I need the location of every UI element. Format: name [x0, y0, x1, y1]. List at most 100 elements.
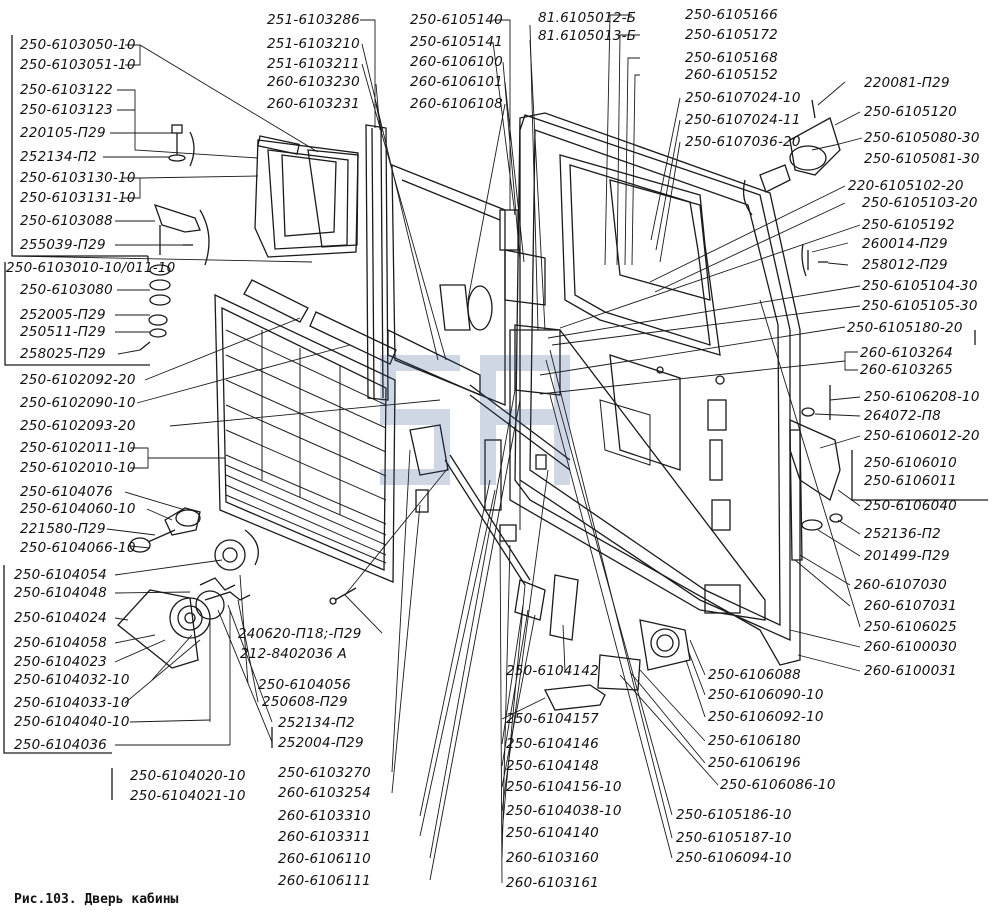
part-label: 252004-П29: [278, 735, 364, 751]
part-label: 250-6103122: [20, 82, 113, 98]
part-label: 250-6104146: [506, 736, 599, 752]
part-label: 250608-П29: [262, 694, 348, 710]
part-label: 260-6103265: [860, 362, 953, 378]
part-label: 81.6105013-Б: [538, 28, 637, 44]
part-label: 250-6106040: [864, 498, 957, 514]
part-label: 250-6104148: [506, 758, 599, 774]
part-label: 250-6103123: [20, 102, 113, 118]
part-label: 250-6104054: [14, 567, 107, 583]
part-label: 250-6105080-30: [864, 130, 980, 146]
left-fasteners: [139, 124, 201, 351]
part-label: 250-6103088: [20, 213, 113, 229]
part-label: 250-6104021-10: [130, 788, 246, 804]
part-label: 250-6106010: [864, 455, 957, 471]
part-label: 250-6103270: [278, 765, 371, 781]
part-label: 250-6105140: [410, 12, 503, 28]
part-label: 260-6106111: [278, 873, 371, 889]
part-label: 250511-П29: [20, 324, 106, 340]
part-label: 220105-П29: [20, 125, 106, 141]
part-label: 260-6106101: [410, 74, 503, 90]
part-label: 250-6105168: [685, 50, 778, 66]
part-label: 250-6105180-20: [847, 320, 963, 336]
part-label: 260-6107031: [864, 598, 957, 614]
part-label: 250-6105141: [410, 34, 503, 50]
part-label: 258012-П29: [862, 257, 948, 273]
leader-lines: [11, 14, 863, 884]
part-label: 250-6103050-10: [20, 37, 136, 53]
part-label: 250-6105166: [685, 7, 778, 23]
part-label: 250-6105105-30: [862, 298, 978, 314]
part-label: 260-6103161: [506, 875, 599, 891]
part-label: 250-6103010-10/011-10: [6, 260, 176, 276]
part-label: 250-6104142: [506, 663, 599, 679]
part-label: 250-6104157: [506, 711, 599, 727]
part-label: 252134-П2: [278, 715, 355, 731]
part-label: 250-6106208-10: [864, 389, 980, 405]
part-label: 250-6106094-10: [676, 850, 792, 866]
part-label: 250-6102092-20: [20, 372, 136, 388]
part-label: 250-6106011: [864, 473, 957, 489]
part-label: 250-6104036: [14, 737, 107, 753]
part-label: 250-6105172: [685, 27, 778, 43]
door-glass-part: [391, 164, 506, 406]
part-label: 250-6105187-10: [676, 830, 792, 846]
part-label: 252134-П2: [20, 149, 97, 165]
part-label: 250-6104024: [14, 610, 107, 626]
part-label: 250-6104020-10: [130, 768, 246, 784]
part-label: 250-6105103-20: [862, 195, 978, 211]
part-label: 250-6106086-10: [720, 777, 836, 793]
right-side-parts: [759, 99, 843, 561]
part-label: 250-6107024-11: [685, 112, 801, 128]
part-label: 250-6104060-10: [20, 501, 136, 517]
window-regulator-part: [117, 539, 251, 669]
part-label: 250-6104023: [14, 654, 107, 670]
part-label: 220-6105102-20: [848, 178, 964, 194]
part-label: 250-6105120: [864, 104, 957, 120]
figure-caption: Рис.103. Дверь кабины: [14, 892, 179, 907]
part-label: 250-6104040-10: [14, 714, 130, 730]
part-label: 264072-П8: [864, 408, 941, 424]
part-label: 240620-П18;-П29: [238, 626, 362, 642]
part-label: 250-6105192: [862, 217, 955, 233]
part-label: 250-6103130-10: [20, 170, 136, 186]
part-label: 250-6104048: [14, 585, 107, 601]
part-label: 250-6105186-10: [676, 807, 792, 823]
link-rods: [444, 350, 531, 586]
part-label: 250-6104076: [20, 484, 113, 500]
part-label: 250-6106092-10: [708, 709, 824, 725]
part-label: 250-6104066-10: [20, 540, 136, 556]
part-label: 260-6100030: [864, 639, 957, 655]
door-shell-part: [519, 114, 791, 642]
part-label: 251-6103211: [267, 56, 360, 72]
part-label: 250-6104156-10: [506, 779, 622, 795]
part-label: 250-6102093-20: [20, 418, 136, 434]
part-label: 250-6104033-10: [14, 695, 130, 711]
part-label: 250-6106090-10: [708, 687, 824, 703]
handle-parts: [129, 507, 357, 605]
part-label: 250-6104140: [506, 825, 599, 841]
part-label: 81.6105012-Б: [538, 10, 637, 26]
part-label: 260014-П29: [862, 236, 948, 252]
part-label: 250-6105081-30: [864, 151, 980, 167]
part-label: 260-6106108: [410, 96, 503, 112]
part-label: 260-6103264: [860, 345, 953, 361]
part-label: 250-6107036-20: [685, 134, 801, 150]
part-label: 250-6106180: [708, 733, 801, 749]
part-label: 260-6105152: [685, 67, 778, 83]
part-label: 252136-П2: [864, 526, 941, 542]
window-frame-part: [254, 135, 359, 258]
part-label: 250-6103131-10: [20, 190, 136, 206]
part-label: 250-6106025: [864, 619, 957, 635]
part-label: 260-6103231: [267, 96, 360, 112]
part-label: 221580-П29: [20, 521, 106, 537]
part-label: 250-6103080: [20, 282, 113, 298]
part-label: 250-6104058: [14, 635, 107, 651]
part-label: 251-6103210: [267, 36, 360, 52]
part-label: 260-6103254: [278, 785, 371, 801]
part-label: 250-6102011-10: [20, 440, 136, 456]
trim-panel-part: [214, 279, 397, 583]
part-label: 250-6106196: [708, 755, 801, 771]
part-label: 260-6103160: [506, 850, 599, 866]
